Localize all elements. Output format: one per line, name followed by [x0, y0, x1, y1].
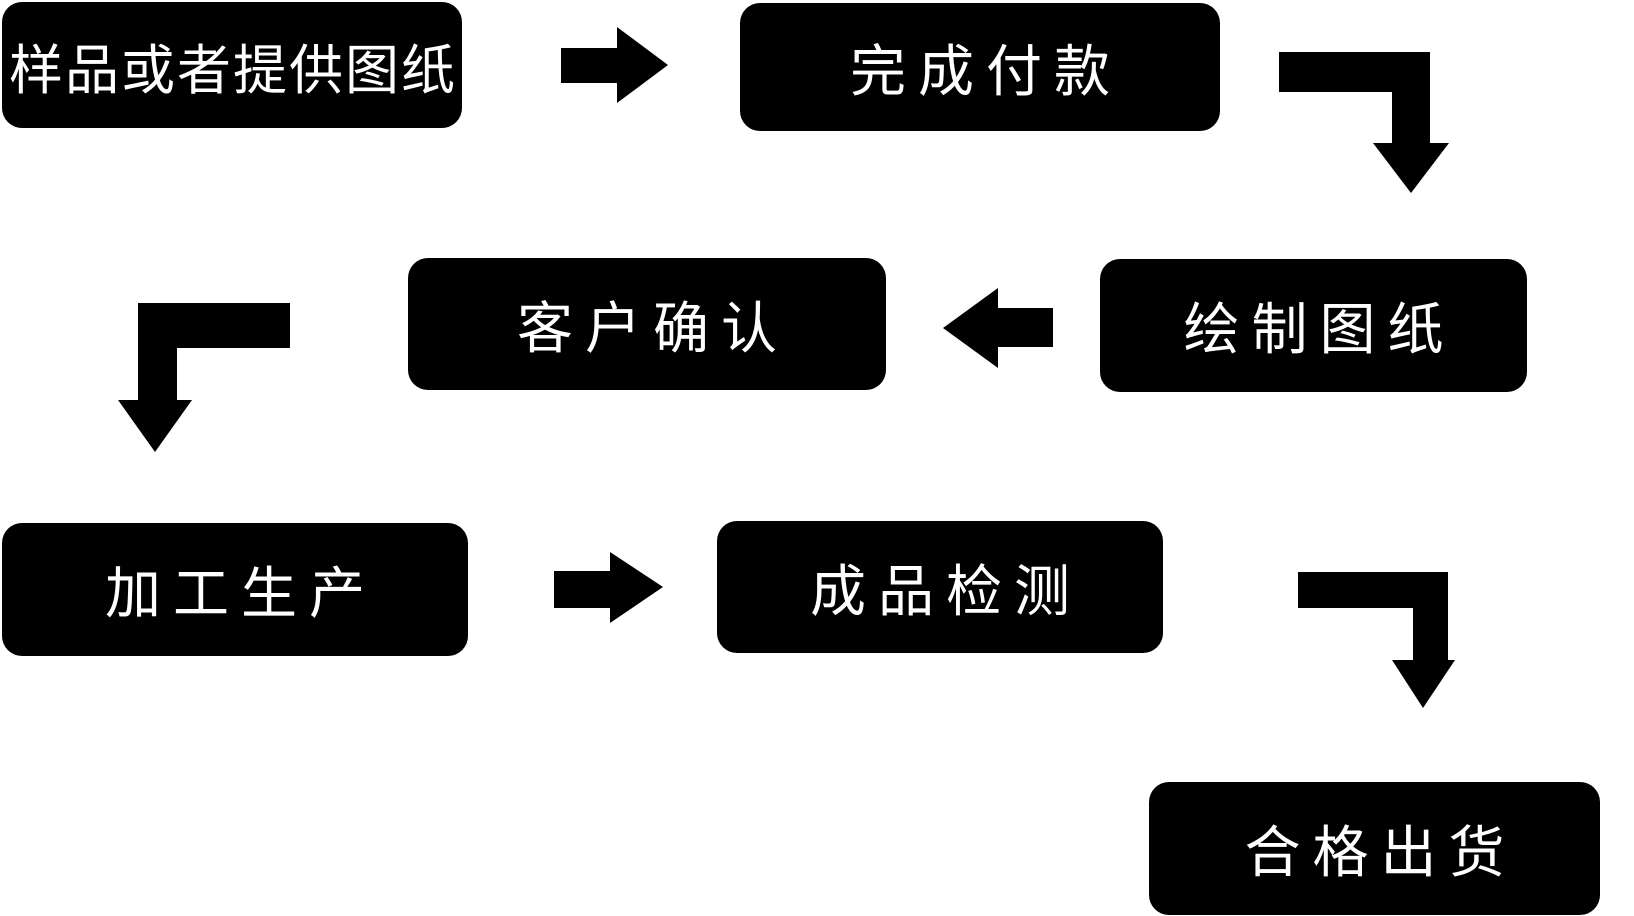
flow-node-label: 绘制图纸: [1183, 298, 1456, 363]
flow-node-label: 样品或者提供图纸: [9, 38, 457, 102]
flow-node-processing-production: 加工生产: [2, 523, 468, 656]
flow-node-label: 完成付款: [850, 39, 1122, 105]
flow-node-label: 成品检测: [810, 559, 1082, 625]
arrow-elbow-right-down-icon: [1298, 572, 1455, 708]
flow-node-label: 加工生产: [105, 562, 377, 627]
flow-node-draw-drawings: 绘制图纸: [1100, 259, 1527, 392]
flow-node-label: 客户确认: [517, 296, 789, 362]
arrow-right-icon: [561, 27, 668, 103]
flow-node-product-inspection: 成品检测: [717, 521, 1163, 653]
flow-node-complete-payment: 完成付款: [740, 3, 1220, 131]
flow-node-customer-confirm: 客户确认: [408, 258, 886, 390]
arrow-elbow-left-down-icon: [118, 303, 290, 452]
arrow-left-icon: [943, 288, 1053, 368]
arrow-elbow-right-down-icon: [1279, 52, 1449, 193]
arrow-right-icon: [554, 552, 663, 623]
flow-node-qualified-shipment: 合格出货: [1149, 782, 1600, 915]
flow-node-sample-or-drawings: 样品或者提供图纸: [2, 2, 462, 128]
flow-node-label: 合格出货: [1244, 821, 1517, 886]
